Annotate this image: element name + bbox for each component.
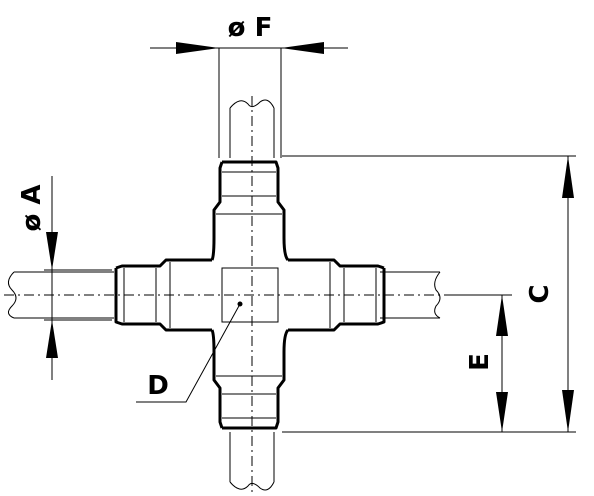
- cross-fitting-body: [114, 160, 386, 430]
- pipe-left: [8, 271, 114, 319]
- dimension-d: D: [136, 303, 241, 403]
- dimension-f: ø F: [150, 13, 348, 158]
- label-dim-f: ø F: [228, 13, 273, 43]
- dimension-c: C: [282, 155, 576, 433]
- label-dim-d: D: [147, 371, 169, 401]
- label-dim-c: C: [525, 284, 555, 303]
- center-lines: [4, 96, 448, 494]
- label-dim-a: ø A: [17, 184, 47, 231]
- pipe-right: [380, 271, 441, 319]
- pipe-bottom: [229, 432, 275, 491]
- label-dim-e: E: [465, 353, 495, 371]
- dimension-a: ø A: [17, 176, 112, 380]
- dimension-e: E: [448, 294, 512, 432]
- pipe-top: [229, 99, 275, 158]
